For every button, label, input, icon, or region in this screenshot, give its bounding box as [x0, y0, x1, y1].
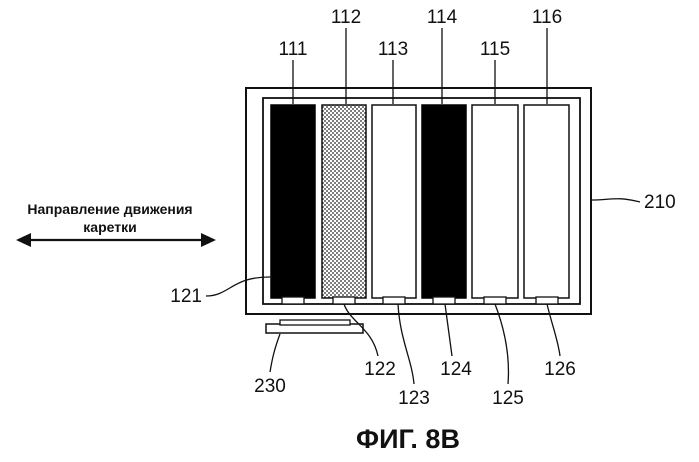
leader-line-126 — [547, 304, 560, 356]
direction-label-line2: каретки — [83, 219, 136, 235]
cartridge-2 — [322, 105, 366, 304]
ref-label-123: 123 — [398, 388, 430, 409]
ref-label-111: 111 — [279, 39, 308, 60]
cartridge-outlet — [536, 297, 558, 304]
cap-top — [280, 320, 350, 325]
cartridge-body — [422, 105, 466, 298]
cartridge-6 — [524, 105, 569, 304]
ref-label-126: 126 — [544, 359, 576, 380]
cartridge-outlet — [433, 297, 455, 304]
ref-label-112: 112 — [331, 7, 361, 28]
cartridge-outlet — [383, 297, 405, 304]
leader-line-125 — [495, 304, 508, 384]
cartridge-body — [524, 105, 569, 298]
cartridge-outlet — [282, 297, 304, 304]
cartridge-body — [372, 105, 416, 298]
direction-arrow — [16, 233, 216, 247]
ref-label-121: 121 — [170, 286, 202, 307]
ref-label-124: 124 — [440, 359, 472, 380]
ref-label-122: 122 — [364, 359, 396, 380]
cartridge-body — [322, 105, 366, 298]
cartridge-outlet — [333, 297, 355, 304]
direction-label-line1: Направление движения — [27, 201, 192, 217]
cartridge-body — [472, 105, 518, 298]
ref-label-114: 114 — [427, 7, 458, 28]
cartridge-5 — [472, 105, 518, 304]
cartridge-body — [271, 105, 315, 298]
leader-line-210 — [591, 199, 640, 202]
cartridge-outlet — [484, 297, 506, 304]
cartridge-3 — [372, 105, 416, 304]
ref-label-115: 115 — [480, 39, 510, 60]
ref-label-210: 210 — [644, 192, 676, 213]
leader-line-124 — [445, 304, 452, 356]
cartridge-4 — [422, 105, 466, 304]
ref-label-125: 125 — [492, 388, 524, 409]
arrow-head-left — [16, 233, 31, 247]
cap — [266, 320, 363, 333]
figure-caption: ФИГ. 8В — [356, 424, 460, 454]
ref-label-116: 116 — [532, 7, 562, 28]
leader-line-230 — [270, 334, 280, 372]
arrow-head-right — [201, 233, 216, 247]
leader-line-123 — [398, 304, 414, 384]
ref-label-230: 230 — [254, 376, 286, 397]
ref-label-113: 113 — [378, 39, 408, 60]
cartridge-1 — [271, 105, 315, 304]
